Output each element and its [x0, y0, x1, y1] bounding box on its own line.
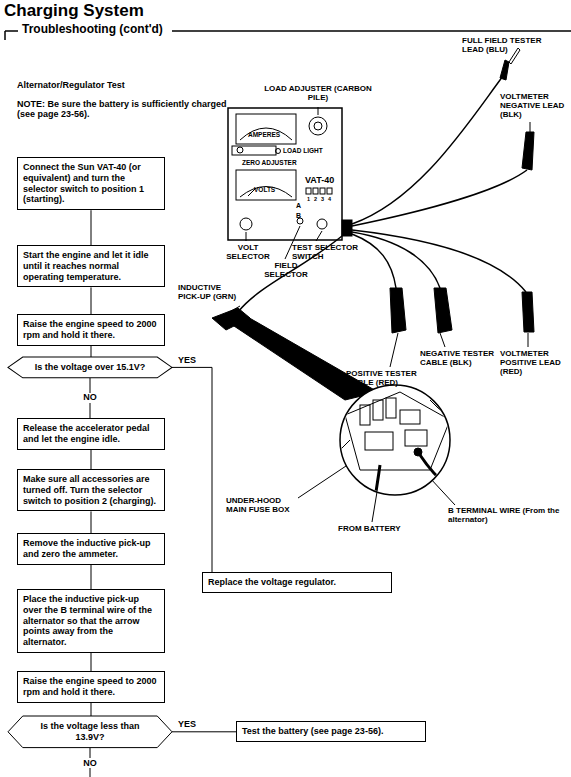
flow-line: [91, 703, 92, 716]
flow-line: [91, 346, 92, 357]
process-box: Start the engine and let it idle until i…: [17, 245, 165, 287]
node-text: Raise the engine speed to 2000 rpm and h…: [23, 676, 159, 698]
page-title: Charging System: [4, 1, 144, 21]
part-label: VAT-40: [305, 175, 334, 185]
node-text: Connect the Sun VAT-40 (or equivalent) a…: [23, 162, 159, 205]
process-box: Remove the inductive pick-up and zero th…: [17, 533, 165, 565]
part-label: NO: [81, 758, 99, 768]
process-box: Test the battery (see page 23-56).: [236, 721, 426, 742]
flow-line: [91, 653, 92, 671]
part-label: VOLTS: [254, 186, 275, 193]
process-box: Release the accelerator pedal and let th…: [17, 418, 165, 450]
flow-line: [91, 287, 92, 314]
part-label: LOAD ADJUSTER (CARBON PILE): [262, 84, 374, 102]
flow-line: [91, 511, 92, 533]
process-box: Make sure all accessories are turned off…: [17, 469, 165, 511]
part-label: FULL FIELD TESTER LEAD (BLU): [462, 36, 554, 54]
part-label: VOLTMETER NEGATIVE LEAD (BLK): [500, 92, 568, 120]
part-label: LOAD LIGHT: [283, 147, 323, 154]
heading-text: Troubleshooting (cont'd): [22, 23, 163, 37]
part-label: 3: [321, 196, 324, 202]
heading-text: Alternator/Regulator Test: [17, 80, 125, 90]
part-label: FIELD SELECTOR: [262, 261, 310, 279]
node-text: Is the voltage less than 13.9V?: [32, 721, 148, 743]
flow-line: [91, 450, 92, 469]
node-text: Raise the engine speed to 2000 rpm and h…: [23, 319, 159, 341]
node-text: Test the battery (see page 23-56).: [242, 726, 420, 737]
part-label: 1: [307, 196, 310, 202]
decision-box: Is the voltage less than 13.9V?: [8, 716, 172, 748]
node-text: Make sure all accessories are turned off…: [23, 474, 159, 506]
flow-line: [172, 367, 212, 572]
part-label: AMPERES: [248, 131, 280, 138]
part-label: 4: [328, 196, 331, 202]
part-label: POSITIVE TESTER CABLE (RED): [346, 369, 438, 387]
part-label: INDUCTIVE PICK-UP (GRN): [178, 283, 242, 301]
part-label: B TERMINAL WIRE (From the alternator): [448, 506, 568, 524]
node-text: Release the accelerator pedal and let th…: [23, 423, 159, 445]
heading-text: NOTE: Be sure the battery is sufficientl…: [17, 99, 229, 120]
process-box: Place the inductive pick-up over the B t…: [17, 589, 165, 653]
process-box: Raise the engine speed to 2000 rpm and h…: [17, 671, 165, 703]
part-label: A: [296, 202, 301, 210]
edge-label: YES: [176, 356, 198, 366]
process-box: Replace the voltage regulator.: [202, 572, 392, 593]
edge-label: NO: [81, 393, 99, 403]
part-label: VOLTMETER POSITIVE LEAD (RED): [500, 349, 570, 377]
flow-line: [172, 731, 236, 732]
part-label: UNDER-HOOD MAIN FUSE BOX: [226, 496, 300, 514]
part-label: TEST SELECTOR SWITCH: [292, 243, 382, 261]
flow-line: [91, 565, 92, 589]
node-text: Is the voltage over 15.1V?: [32, 362, 148, 373]
decision-box: Is the voltage over 15.1V?: [8, 357, 172, 378]
edge-label: YES: [176, 720, 198, 730]
part-label: ZERO ADJUSTER: [242, 159, 297, 166]
node-text: Start the engine and let it idle until i…: [23, 250, 159, 282]
node-text: Place the inductive pick-up over the B t…: [23, 594, 159, 648]
part-label: VOLT SELECTOR: [222, 243, 274, 261]
flow-line: [91, 210, 92, 245]
part-label: NEGATIVE TESTER CABLE (BLK): [420, 349, 502, 367]
part-label: 2: [314, 196, 317, 202]
node-text: Remove the inductive pick-up and zero th…: [23, 538, 159, 560]
part-label: FROM BATTERY: [338, 524, 401, 533]
process-box: Connect the Sun VAT-40 (or equivalent) a…: [17, 157, 165, 210]
node-text: Replace the voltage regulator.: [208, 577, 386, 588]
process-box: Raise the engine speed to 2000 rpm and h…: [17, 314, 165, 346]
part-label: B: [296, 212, 301, 220]
